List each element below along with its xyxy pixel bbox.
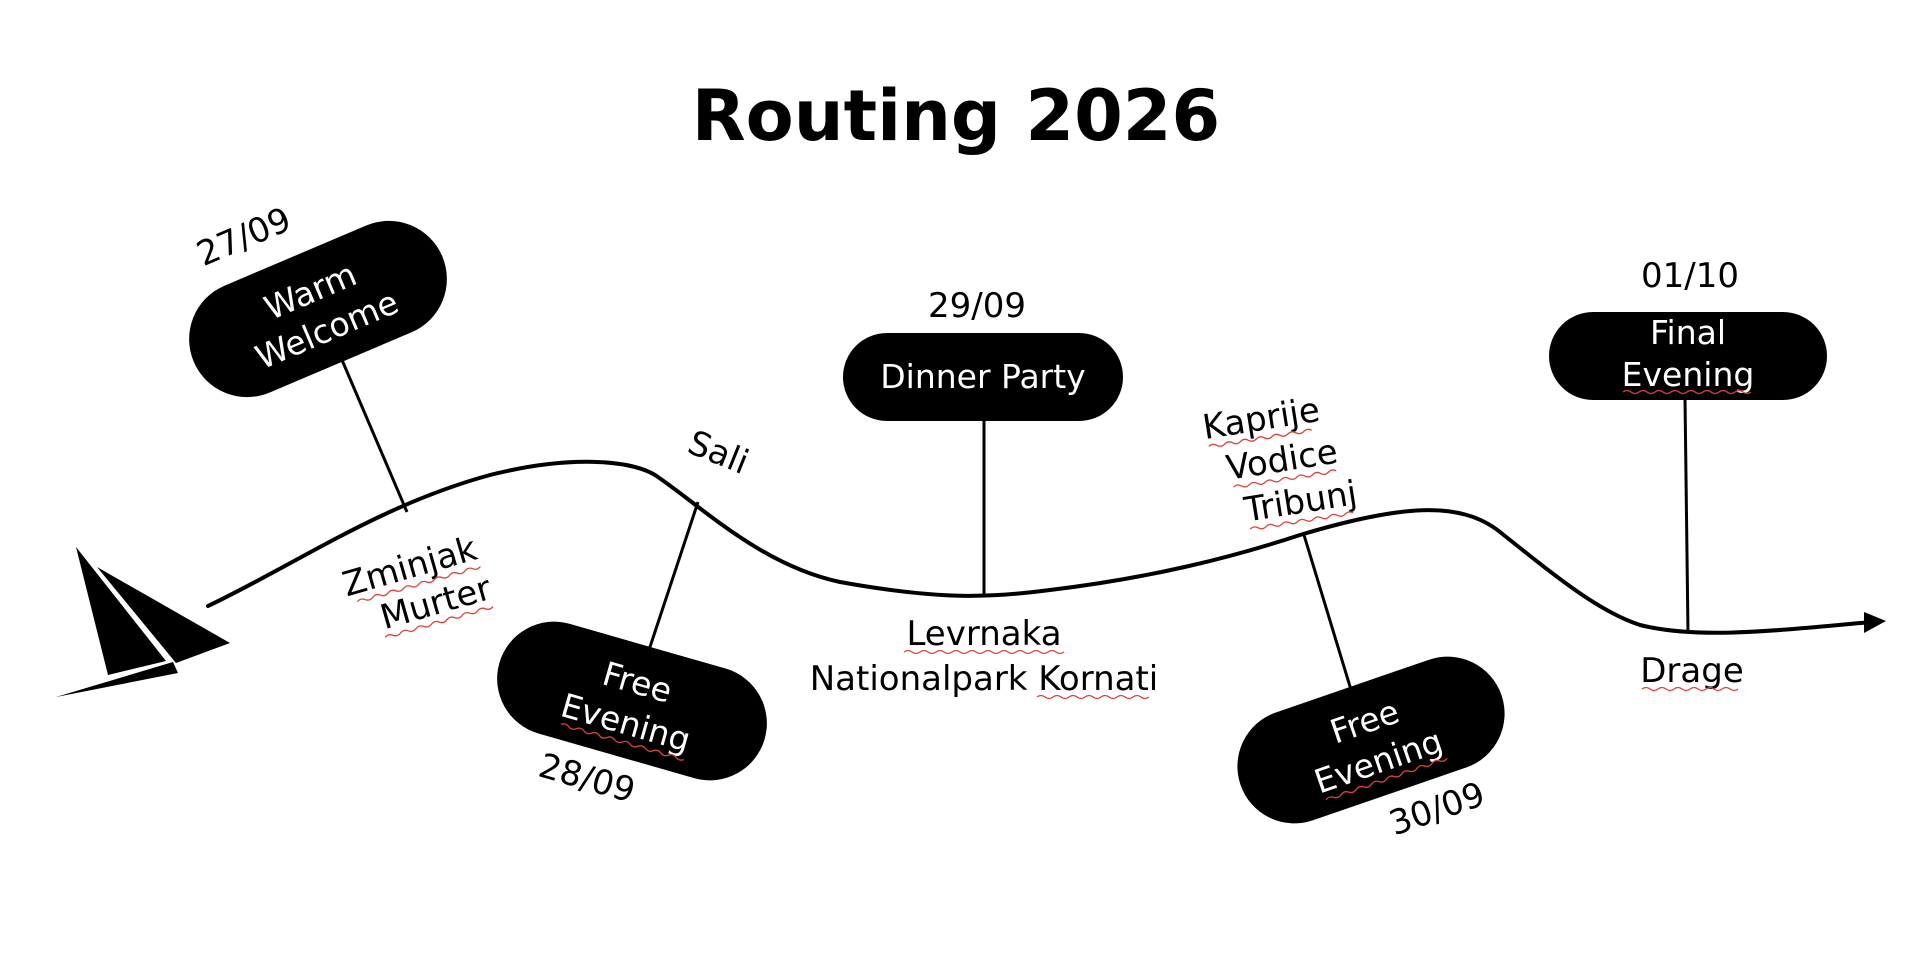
place-levrnaka-kornati: Levrnaka Nationalpark Kornati	[810, 614, 1159, 700]
place-line-2: Nationalpark Kornati	[810, 659, 1159, 699]
event-pill	[1549, 312, 1827, 400]
spellcheck-underline	[1249, 511, 1354, 530]
event-label-line-2: Evening	[1622, 355, 1755, 394]
stem-free-evening-1	[644, 501, 700, 660]
spellcheck-underline	[560, 723, 685, 761]
place-line-1: Levrnaka	[906, 614, 1061, 654]
spellcheck-underline	[1233, 469, 1337, 488]
stem-free-evening-2	[1302, 534, 1357, 704]
page-title: Routing 2026	[692, 75, 1220, 157]
event-label-line-1: Dinner Party	[880, 357, 1085, 396]
spellcheck-underline	[1325, 757, 1448, 801]
spellcheck-underline	[384, 606, 494, 638]
event-warm-welcome: Warm Welcome 27/09	[189, 200, 447, 398]
place-kaprije-vodice-tribunj: Kaprije Vodice Tribunj	[1200, 390, 1360, 531]
spellcheck-underline	[1208, 428, 1312, 447]
route-line	[206, 459, 1874, 635]
event-pill	[843, 333, 1123, 421]
place-line-1: Sali	[682, 423, 754, 483]
event-final-evening: Final Evening 01/10	[1549, 256, 1827, 400]
event-free-evening-1: Free Evening 28/09	[497, 621, 767, 811]
event-pill	[1237, 656, 1505, 824]
stem-warm-welcome	[337, 352, 409, 513]
place-line-1: Drage	[1640, 651, 1744, 691]
arrow-head-icon	[1864, 612, 1886, 633]
spellcheck-underline	[1622, 389, 1752, 395]
stem-final-evening	[1683, 397, 1690, 634]
spellcheck-underline	[903, 649, 1065, 655]
event-pill	[497, 621, 767, 781]
place-zminjak-murter: Zminjak Murter	[338, 529, 495, 638]
event-date: 01/10	[1641, 256, 1739, 296]
place-sali: Sali	[682, 423, 754, 483]
spellcheck-underline	[1036, 694, 1150, 700]
place-drage: Drage	[1640, 651, 1744, 692]
event-pill	[189, 220, 447, 398]
sailboat-icon	[56, 547, 230, 697]
event-free-evening-2: Free Evening 30/09	[1237, 656, 1505, 844]
event-dinner-party: Dinner Party 29/09	[843, 286, 1123, 421]
event-date: 29/09	[928, 286, 1026, 326]
event-label-line-1: Final	[1650, 313, 1726, 352]
spellcheck-underline	[1641, 686, 1739, 692]
spellcheck-underline	[356, 566, 481, 603]
